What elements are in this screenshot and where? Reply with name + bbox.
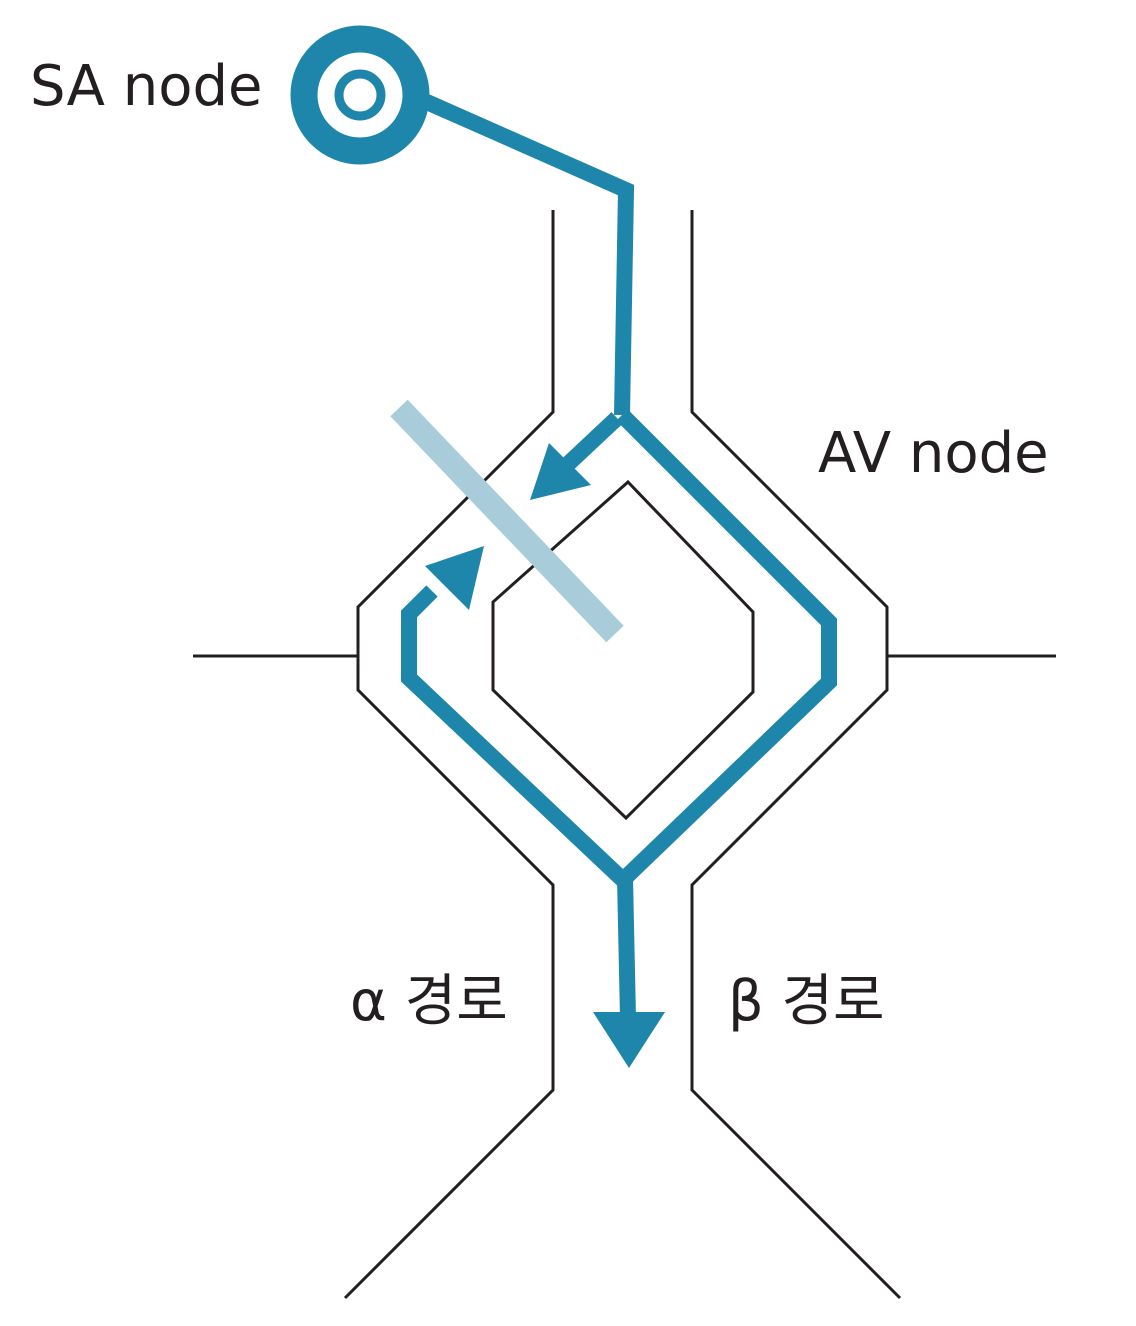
his-bundle-path	[617, 877, 636, 1019]
sa-node-outer-ring	[290, 25, 430, 165]
downward-arrowhead	[593, 1012, 665, 1068]
conduction-block-bar	[390, 399, 624, 643]
anterograde-arrowhead	[530, 443, 591, 500]
sa-to-av-path	[416, 91, 635, 416]
right-outer-wall	[690, 210, 902, 1300]
anterograde-alpha-branch	[562, 412, 623, 470]
inner-core	[491, 479, 755, 821]
retrograde-arrowhead	[425, 546, 484, 610]
conduction-tissue-outline	[193, 210, 1056, 1300]
alpha-pathway-label: α 경로	[350, 969, 508, 1034]
sa-node-inner-ring	[334, 69, 386, 121]
conduction-pathway	[290, 25, 837, 1068]
left-outer-wall	[343, 210, 555, 1300]
beta-pathway-label: β 경로	[728, 969, 885, 1034]
sa-node-label: SA node	[30, 54, 262, 119]
av-node-label: AV node	[818, 421, 1049, 486]
